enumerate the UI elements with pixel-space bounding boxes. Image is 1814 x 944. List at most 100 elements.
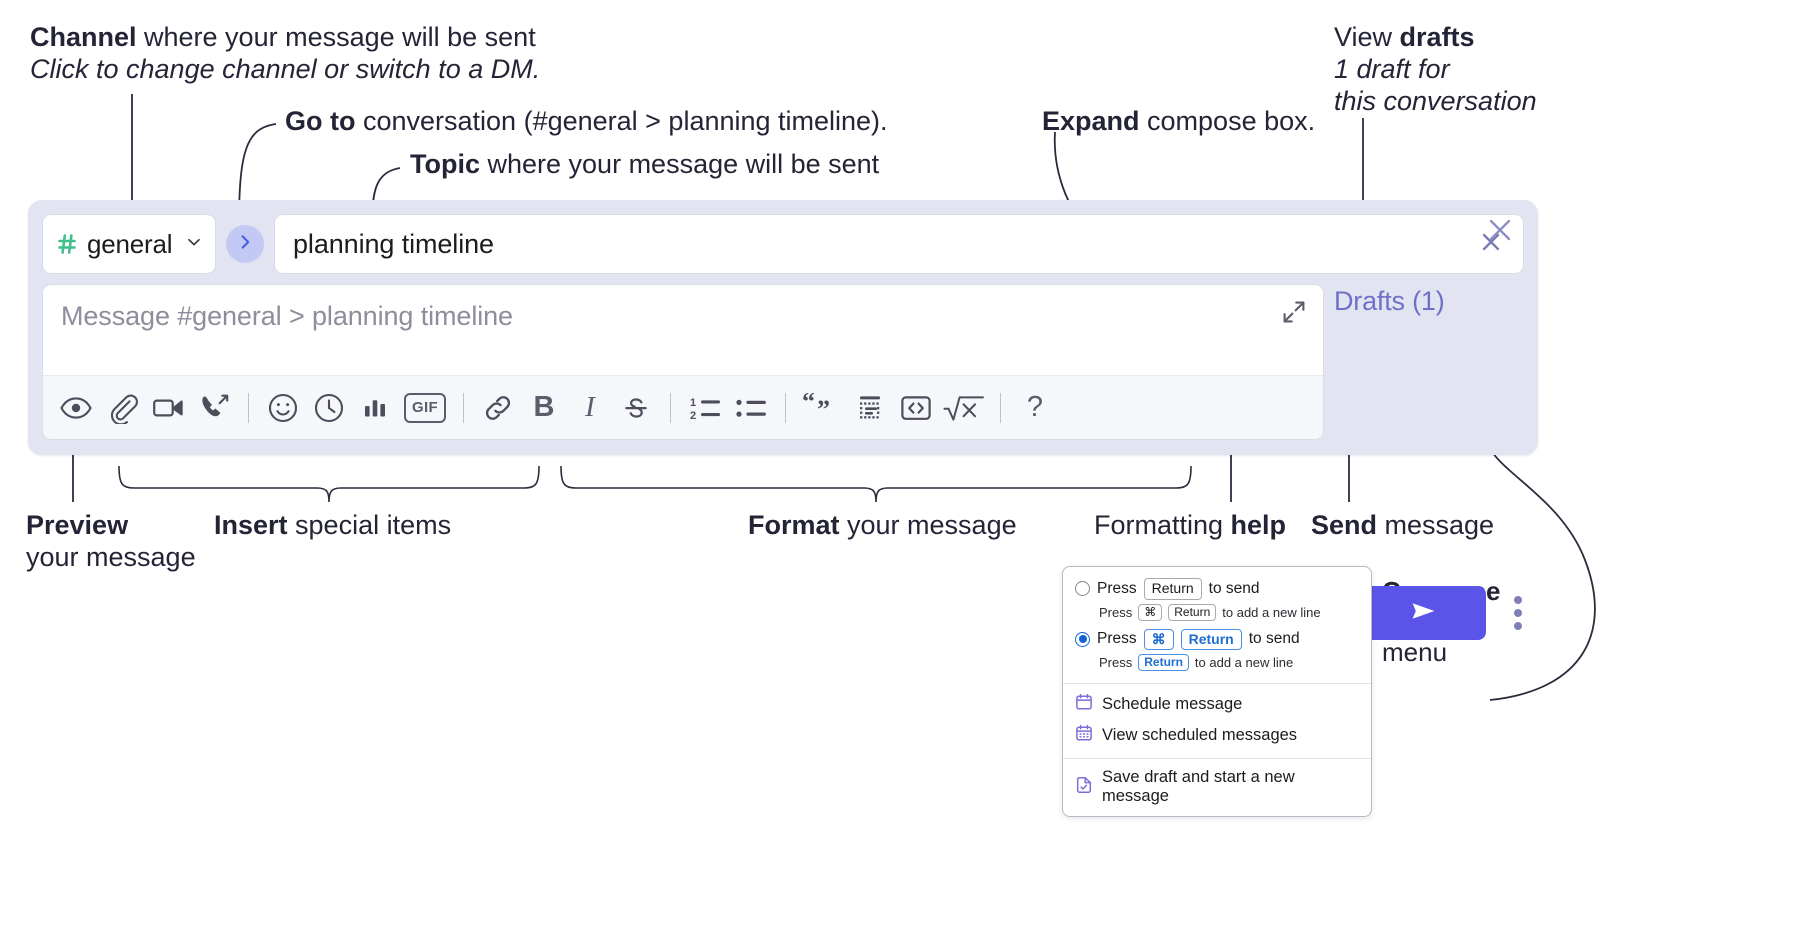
annotation-send-rest: message <box>1377 510 1495 540</box>
toolbar-separator <box>248 392 249 423</box>
channel-name: general <box>87 228 173 259</box>
compose-box: general planning timeline <box>28 200 1538 640</box>
opt1-sub-post: to add a new line <box>1222 604 1321 620</box>
radio-return[interactable] <box>1075 581 1090 597</box>
strikethrough-icon[interactable] <box>613 385 659 431</box>
message-card: Message #general > planning timeline <box>42 284 1324 440</box>
opt2-post: to send <box>1248 630 1300 648</box>
annotation-formatting-help: Formatting help <box>1094 510 1286 542</box>
link-icon[interactable] <box>475 385 521 431</box>
annotation-drafts-pre: View <box>1334 22 1400 52</box>
channel-picker[interactable]: general <box>42 214 216 274</box>
menu-item-view-scheduled[interactable]: View scheduled messages <box>1063 720 1371 751</box>
phone-forward-icon[interactable] <box>191 385 237 431</box>
formatting-toolbar: GIF B I <box>43 375 1323 439</box>
key-return: Return <box>1180 628 1242 650</box>
code-block-icon[interactable] <box>847 385 893 431</box>
opt2-sub-pre: Press <box>1099 655 1133 670</box>
svg-text:1: 1 <box>690 397 696 409</box>
compose-options-button[interactable] <box>1505 592 1531 634</box>
inline-code-icon[interactable] <box>893 385 939 431</box>
latex-icon[interactable] <box>939 385 989 431</box>
topic-input[interactable]: planning timeline <box>274 214 1524 274</box>
key-return: Return <box>1168 603 1217 621</box>
compose-options-menu: Press Return to send Press ⌘ Return to a… <box>1062 566 1372 817</box>
send-option-cmd-return[interactable]: Press ⌘ Return to send <box>1063 626 1371 654</box>
send-option-cmd-return-subtext: Press Return to add a new line <box>1063 653 1371 676</box>
annotation-drafts-bold: drafts <box>1399 22 1475 52</box>
opt1-pre: Press <box>1097 579 1137 597</box>
menu-item-label: Save draft and start a new message <box>1102 768 1295 805</box>
annotation-drafts: View drafts 1 draft for this conversatio… <box>1334 22 1537 118</box>
annotation-expand-bold: Expand <box>1042 106 1140 136</box>
annotation-expand: Expand compose box. <box>1042 106 1315 138</box>
opt2-sub-post: to add a new line <box>1194 655 1294 670</box>
annotation-channel-bold: Channel <box>30 22 137 52</box>
annotation-goto-bold: Go to <box>285 106 356 136</box>
italic-icon[interactable]: I <box>567 385 613 431</box>
ordered-list-icon[interactable]: 1 2 <box>682 385 728 431</box>
bar-chart-icon[interactable] <box>352 385 398 431</box>
annotation-channel-italic: Click to change channel or switch to a D… <box>30 53 541 84</box>
help-icon[interactable]: ? <box>1012 385 1058 431</box>
send-paper-plane-icon <box>1405 596 1441 631</box>
annotation-topic-rest: where your message will be sent <box>480 149 880 179</box>
key-command: ⌘ <box>1138 603 1163 621</box>
goto-conversation-button[interactable] <box>226 225 264 263</box>
send-option-return-subtext: Press ⌘ Return to add a new line <box>1063 603 1371 626</box>
annotation-goto-rest: conversation (#general > planning timeli… <box>355 106 888 136</box>
send-button[interactable] <box>1360 586 1486 640</box>
annotation-channel-rest: where your message will be sent <box>136 22 536 52</box>
bold-icon[interactable]: B <box>521 385 567 431</box>
attachment-icon[interactable] <box>99 385 145 431</box>
blockquote-icon[interactable]: “ ” <box>797 385 847 431</box>
expand-compose-button[interactable] <box>1277 297 1311 331</box>
menu-divider <box>1063 683 1371 684</box>
compose-header-row: general planning timeline <box>42 213 1524 275</box>
close-compose-panel-button[interactable] <box>1480 212 1520 252</box>
save-draft-icon <box>1075 776 1093 799</box>
key-return: Return <box>1138 654 1189 671</box>
drafts-link[interactable]: Drafts (1) <box>1334 286 1445 316</box>
gif-label: GIF <box>404 392 446 423</box>
chevron-down-icon <box>185 233 203 256</box>
radio-cmd-return[interactable] <box>1075 631 1090 647</box>
annotation-preview-line2: your message <box>26 541 196 572</box>
send-option-return[interactable]: Press Return to send <box>1063 575 1371 603</box>
key-return: Return <box>1143 578 1202 600</box>
menu-item-schedule-message[interactable]: Schedule message <box>1063 689 1371 720</box>
svg-text:”: ” <box>817 395 830 423</box>
close-icon <box>1476 227 1506 262</box>
help-letter: ? <box>1026 391 1044 423</box>
annotation-topic: Topic where your message will be sent <box>410 149 879 181</box>
key-command: ⌘ <box>1143 628 1174 650</box>
annotation-goto: Go to conversation (#general > planning … <box>285 106 888 138</box>
annotation-compose-opt-l3: menu <box>1382 637 1448 668</box>
toolbar-separator <box>1000 392 1001 423</box>
annotation-insert: Insert special items <box>214 510 451 542</box>
gif-icon[interactable]: GIF <box>398 385 452 431</box>
emoji-icon[interactable] <box>260 385 306 431</box>
toolbar-separator <box>785 392 786 423</box>
annotation-send: Send message <box>1311 510 1494 542</box>
italic-letter: I <box>585 391 595 423</box>
calendar-schedule-icon <box>1075 693 1093 716</box>
annotation-format-bold: Format <box>748 510 840 540</box>
topic-clear-button[interactable] <box>1473 226 1509 262</box>
bulleted-list-icon[interactable] <box>728 385 774 431</box>
toolbar-separator <box>670 392 671 423</box>
bold-letter: B <box>533 391 555 423</box>
preview-icon[interactable] <box>53 385 99 431</box>
menu-item-save-draft[interactable]: Save draft and start a new message <box>1063 764 1371 810</box>
annotation-drafts-line2: this conversation <box>1334 85 1537 116</box>
toolbar-separator <box>463 392 464 423</box>
close-icon <box>1484 214 1516 251</box>
message-input-placeholder[interactable]: Message #general > planning timeline <box>61 301 513 331</box>
hash-icon <box>55 232 79 256</box>
menu-item-label: View scheduled messages <box>1102 726 1298 744</box>
video-camera-icon[interactable] <box>145 385 191 431</box>
annotation-drafts-line1: 1 draft for <box>1334 53 1450 84</box>
clock-icon[interactable] <box>306 385 352 431</box>
annotation-topic-bold: Topic <box>410 149 480 179</box>
